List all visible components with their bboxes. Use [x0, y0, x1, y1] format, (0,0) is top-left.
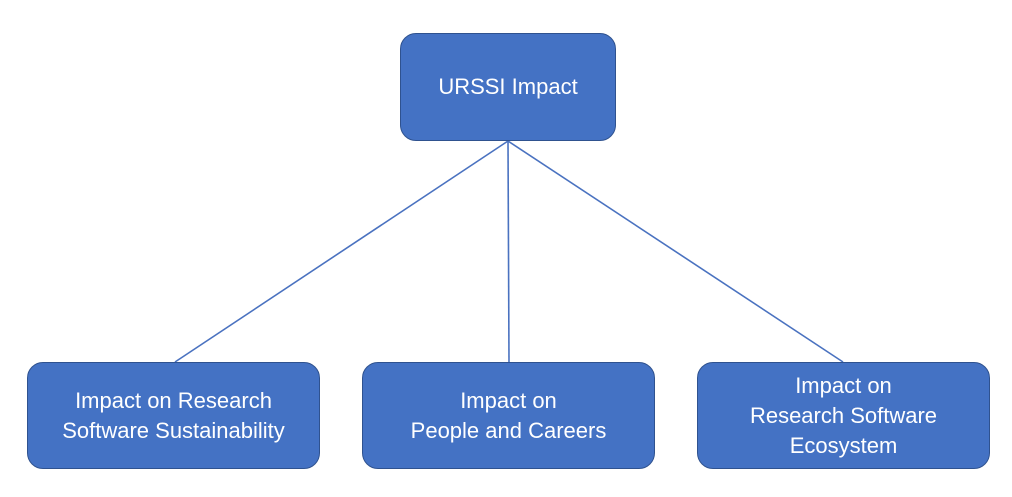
child-node-research-software-sustainability: Impact on Research Software Sustainabili…	[27, 362, 320, 469]
child-node-label: Impact on Research Software Sustainabili…	[62, 386, 285, 446]
child-node-research-software-ecosystem: Impact on Research Software Ecosystem	[697, 362, 990, 469]
child-node-line: Impact on	[460, 387, 557, 413]
connector-root-to-child-3	[507, 140, 844, 363]
child-node-label: Impact on People and Careers	[411, 386, 607, 446]
child-node-label: Impact on Research Software Ecosystem	[750, 371, 937, 461]
connector-root-to-child-2	[507, 140, 510, 363]
child-node-line: Ecosystem	[789, 432, 898, 458]
root-node-line: URSSI Impact	[438, 74, 578, 99]
connector-root-to-child-1	[174, 140, 509, 363]
root-node-label: URSSI Impact	[438, 72, 577, 102]
child-node-line: People and Careers	[410, 417, 607, 443]
root-node-urssi-impact: URSSI Impact	[400, 33, 616, 141]
child-node-line: Impact on	[795, 372, 892, 398]
child-node-line: Impact on Research	[75, 387, 272, 413]
child-node-line: Research Software	[749, 402, 938, 428]
child-node-line: Software Sustainability	[62, 417, 285, 443]
child-node-people-and-careers: Impact on People and Careers	[362, 362, 655, 469]
